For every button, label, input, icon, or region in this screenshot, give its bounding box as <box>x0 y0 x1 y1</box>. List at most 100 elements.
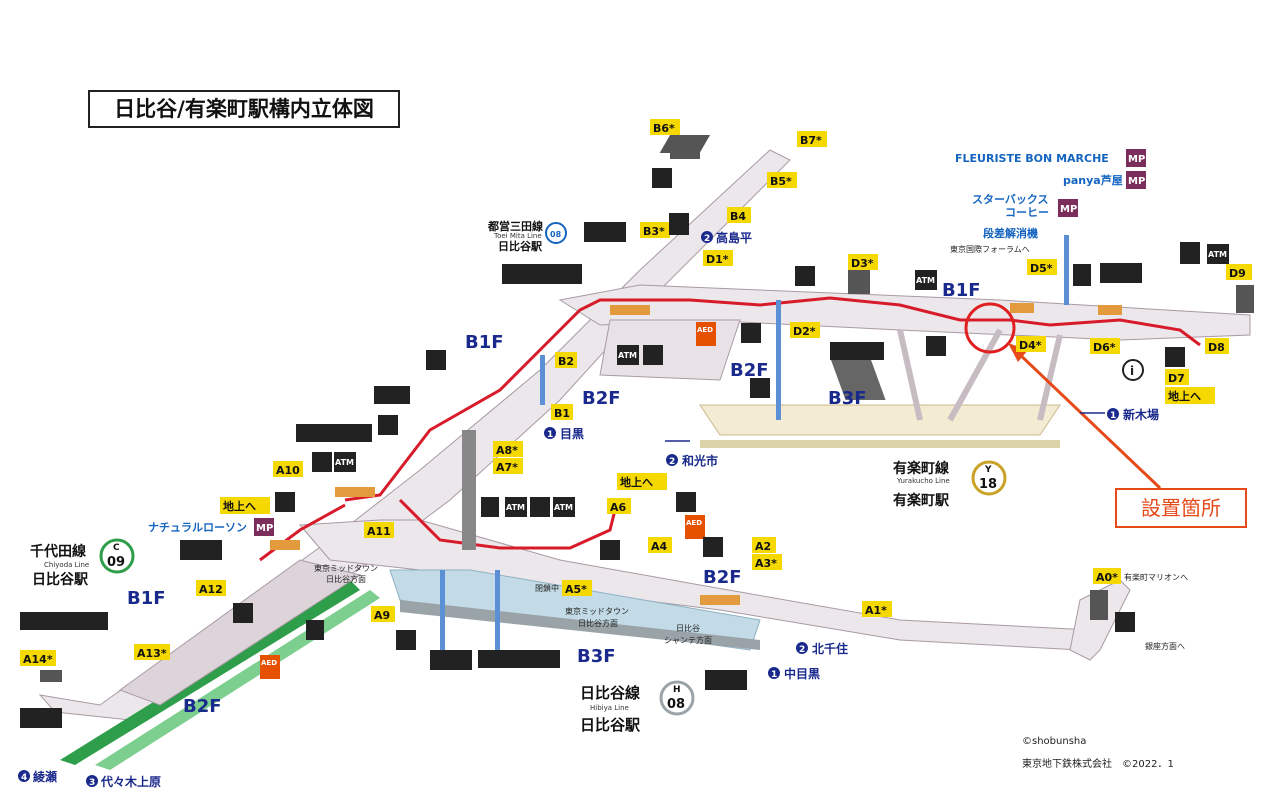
wheelchair-icon <box>741 323 761 343</box>
svg-text:1: 1 <box>547 430 553 440</box>
callout-arrow-line <box>1013 348 1162 490</box>
exit-badge-d1[interactable]: D1* <box>703 250 733 266</box>
to-ground-badge[interactable]: 地上へ <box>1165 387 1215 404</box>
lift-icon <box>703 537 723 557</box>
exit-badge-b6[interactable]: B6* <box>650 119 680 135</box>
ticket-gate <box>610 305 650 315</box>
direction-nakameguro: 1 中目黒 <box>768 666 820 681</box>
strut <box>947 328 1003 422</box>
ticket-gate <box>700 595 740 605</box>
info-icon: i <box>1122 359 1144 381</box>
exit-badge-d4[interactable]: D4* <box>1016 336 1046 352</box>
exit-badge-a10[interactable]: A10 <box>273 461 303 477</box>
exit-badge-b5[interactable]: B5* <box>767 172 797 188</box>
exit-badge-a9[interactable]: A9 <box>371 606 395 622</box>
direction-shinkiba: 1 新木場 <box>1080 407 1159 422</box>
svg-text:地上へ: 地上へ <box>1168 389 1201 403</box>
lift-icon <box>1180 242 1200 264</box>
exit-badge-b1[interactable]: B1 <box>551 404 573 420</box>
accessible-route <box>344 296 1201 502</box>
copyright: ©shobunsha <box>1022 736 1087 747</box>
exit-badge-a4[interactable]: A4 <box>648 537 672 553</box>
exit-badge-a3[interactable]: A3* <box>752 554 782 570</box>
exit-badge-b4[interactable]: B4 <box>727 207 751 223</box>
exit-badge-d2[interactable]: D2* <box>790 322 820 338</box>
exit-badge-a13[interactable]: A13* <box>134 644 170 660</box>
lift-icon <box>750 378 770 398</box>
aed-icon: AED <box>696 322 716 346</box>
aed-icon: AED <box>260 655 280 679</box>
lift-icon <box>312 452 332 472</box>
stair-d3 <box>848 270 870 294</box>
exit-badge-d6[interactable]: D6* <box>1090 338 1120 354</box>
svg-text:Chiyoda Line: Chiyoda Line <box>44 561 89 569</box>
closed-label: 閉鎖中 <box>535 583 559 593</box>
atm-icon: ATM <box>1207 244 1229 264</box>
coin-locker-icon <box>652 168 672 188</box>
exit-badge-a0[interactable]: A0* <box>1093 568 1121 584</box>
exit-badge-d9[interactable]: D9 <box>1226 264 1252 280</box>
floor-label-b1f: B1F <box>942 280 981 301</box>
to-ground-badge[interactable]: 地上へ <box>220 497 270 514</box>
to-chanter-sub: シャンテ方面 <box>664 635 712 645</box>
atm-icon: ATM <box>617 345 639 365</box>
svg-text:新木場: 新木場 <box>1123 407 1159 422</box>
lift-icon <box>530 497 550 517</box>
svg-text:B4: B4 <box>730 210 746 223</box>
toei-mita-station: 都営三田線 Toei Mita Line 日比谷駅 08 <box>487 219 567 253</box>
to-chanter: 日比谷 <box>676 623 700 633</box>
svg-text:D2*: D2* <box>793 325 816 338</box>
exit-badge-d3[interactable]: D3* <box>848 254 878 270</box>
svg-text:ATM: ATM <box>916 276 935 285</box>
svg-text:1: 1 <box>771 670 777 680</box>
svg-text:MP: MP <box>1060 204 1077 215</box>
svg-text:D8: D8 <box>1208 341 1225 354</box>
svg-text:A2: A2 <box>755 540 771 553</box>
exit-badge-a5[interactable]: A5* <box>562 580 592 596</box>
exit-badge-b2[interactable]: B2 <box>555 352 577 368</box>
exit-badge-b7[interactable]: B7* <box>797 131 827 147</box>
svg-text:A7*: A7* <box>496 461 518 474</box>
exit-badge-a6[interactable]: A6 <box>607 498 631 514</box>
floor-label-b2f: B2F <box>183 696 222 717</box>
floor-label-b2f: B2F <box>703 567 742 588</box>
svg-text:18: 18 <box>979 477 997 492</box>
shop-starbucks-sub: コーヒー <box>1005 206 1049 219</box>
svg-text:2: 2 <box>669 457 675 467</box>
exit-badge-b3[interactable]: B3* <box>640 222 670 238</box>
exit-badge-d7[interactable]: D7 <box>1165 369 1189 385</box>
location-marker <box>964 302 1016 354</box>
exit-badge-d8[interactable]: D8 <box>1205 338 1229 354</box>
svg-text:中目黒: 中目黒 <box>784 666 820 681</box>
svg-text:日比谷駅: 日比谷駅 <box>498 239 542 253</box>
wheelchair-icon <box>378 415 398 435</box>
svg-text:H: H <box>673 685 681 695</box>
map-title: 日比谷/有楽町駅構内立体図 <box>88 90 400 128</box>
mp-badge: MP <box>1058 199 1078 217</box>
hibiya-station: 日比谷線 Hibiya Line 日比谷駅 H 08 <box>580 680 695 734</box>
exit-badge-a2[interactable]: A2 <box>752 537 776 553</box>
hibiya-track <box>400 600 760 650</box>
elevator-shaft <box>440 570 445 655</box>
stair-hibiya <box>831 360 886 400</box>
to-marion: 有楽町マリオンへ <box>1124 572 1188 582</box>
svg-text:4: 4 <box>21 773 27 783</box>
exit-badge-a12[interactable]: A12 <box>196 580 226 596</box>
lift-icon <box>676 492 696 512</box>
floor-label-b2f: B2F <box>582 388 621 409</box>
exit-badge-a7[interactable]: A7* <box>493 458 523 474</box>
svg-text:A12: A12 <box>199 583 223 596</box>
exit-badge-a1[interactable]: A1* <box>862 601 892 617</box>
svg-text:D1*: D1* <box>706 253 729 266</box>
lift-icon <box>396 630 416 650</box>
exit-badge-a11[interactable]: A11 <box>364 522 394 538</box>
exit-badge-d5[interactable]: D5* <box>1027 259 1057 275</box>
svg-text:高島平: 高島平 <box>716 230 752 245</box>
restroom-icon <box>374 386 410 404</box>
svg-text:D6*: D6* <box>1093 341 1116 354</box>
to-ground-badge[interactable]: 地上へ <box>617 473 667 490</box>
direction-yoyogi-uehara: 3 代々木上原 <box>86 774 161 789</box>
svg-text:A13*: A13* <box>137 647 167 660</box>
exit-badge-a14[interactable]: A14* <box>20 650 56 666</box>
exit-badge-a8[interactable]: A8* <box>493 441 523 457</box>
